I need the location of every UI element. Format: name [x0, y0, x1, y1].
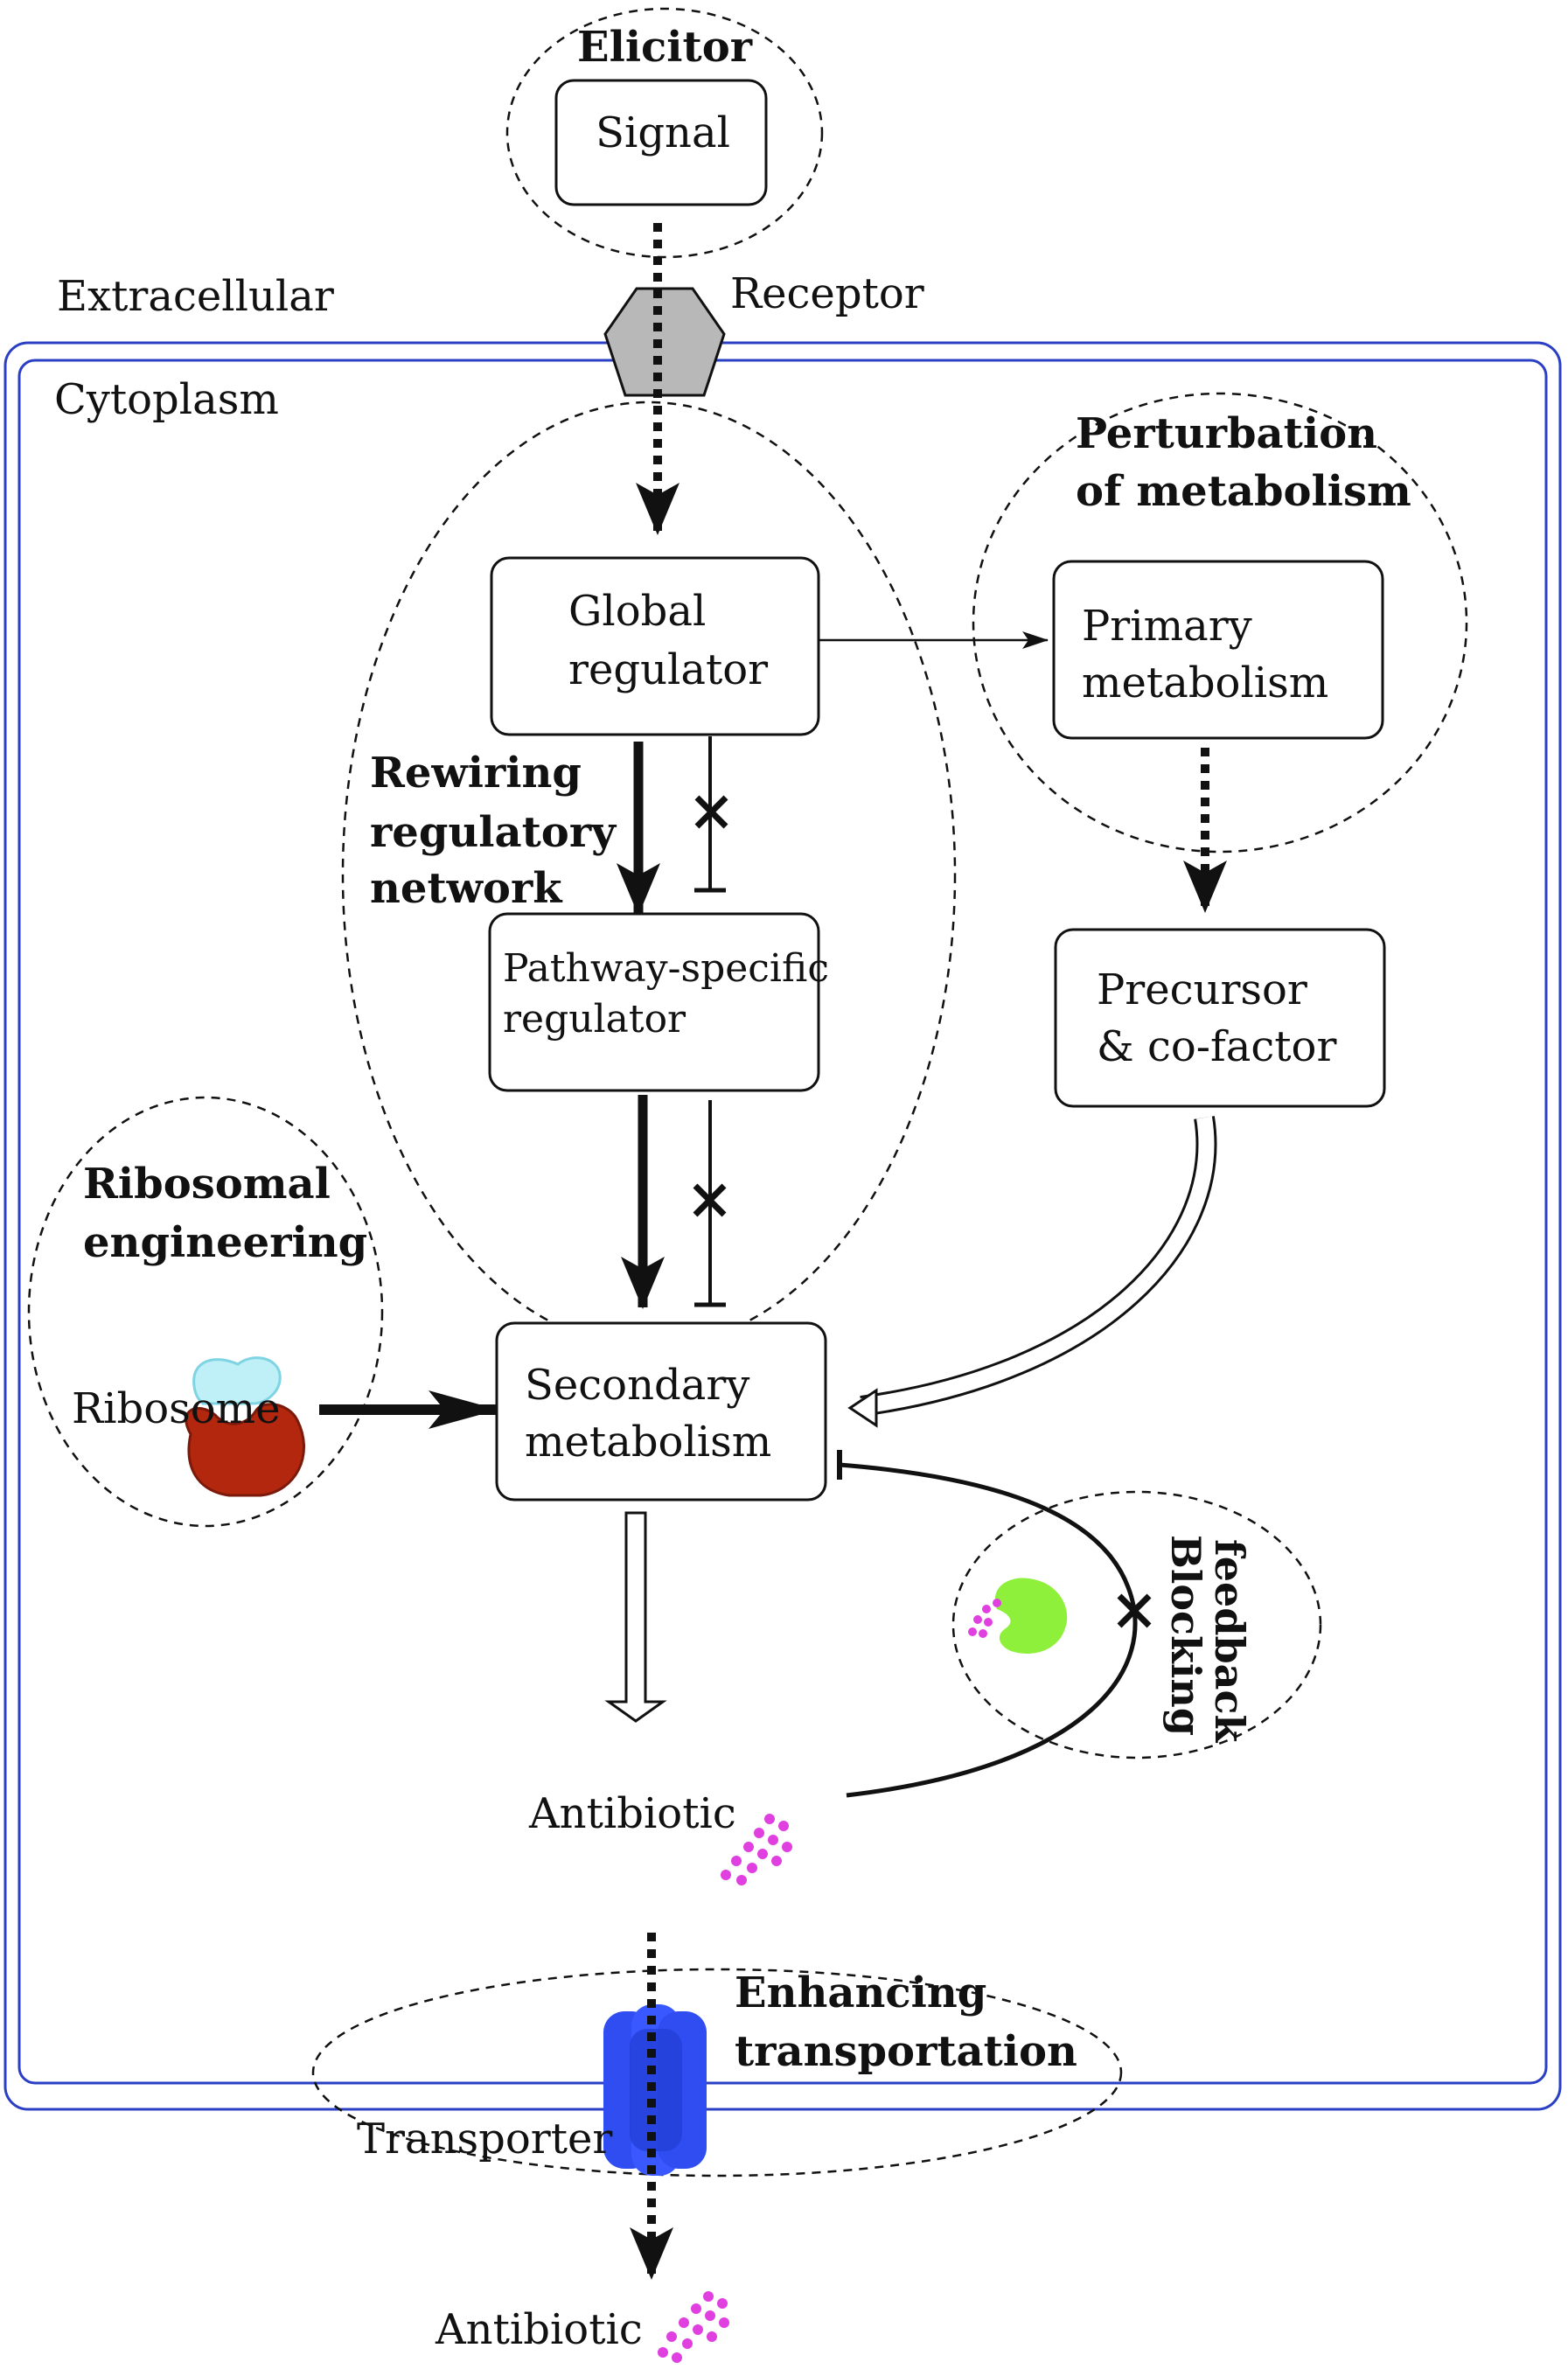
enhancing-transport-ellipse: [311, 1968, 1123, 2177]
perturbation-label-1: Perturbation: [1076, 409, 1377, 458]
rewiring-label-3: network: [370, 864, 563, 913]
transporter-label: Transporter: [357, 2115, 612, 2163]
extracellular-label: Extracellular: [57, 272, 334, 321]
secondary-metabolism-label-2: metabolism: [525, 1418, 771, 1467]
blocking-feedback-ellipse: [951, 1490, 1322, 1759]
global-regulator-box: [490, 556, 820, 736]
secondary-metabolism-label-1: Secondary: [525, 1361, 749, 1410]
pathway-to-secondary-blocked-inhibition: [693, 1100, 727, 1307]
pathway-regulator-label-1: Pathway-specific: [503, 946, 829, 991]
cytoplasm-label: Cytoplasm: [54, 375, 279, 424]
receptor-label: Receptor: [730, 269, 924, 318]
blocking-feedback-label-2: feedback: [1206, 1539, 1253, 1743]
primary-metabolism-label-1: Primary: [1082, 602, 1252, 651]
perturbation-label-2: of metabolism: [1076, 467, 1411, 516]
ribosomal-ellipse: [27, 1096, 384, 1528]
secondary-metabolism-box: [495, 1321, 827, 1502]
precursor-box: [1054, 928, 1386, 1108]
signal-box: [554, 79, 768, 206]
pathway-regulator-box: [488, 912, 820, 1092]
ribosome-label: Ribosome: [72, 1384, 281, 1433]
molecule-dots-icon: [658, 2291, 729, 2363]
antibiotic-inside-label: Antibiotic: [528, 1789, 736, 1838]
signal-label: Signal: [596, 108, 730, 157]
secondary-to-antibiotic-arrow: [604, 1511, 667, 1723]
rewiring-label-2: regulatory: [370, 808, 617, 857]
molecule-dots-icon: [721, 1814, 792, 1885]
global-regulator-label-2: regulator: [568, 645, 768, 694]
elicitor-ellipse: [505, 7, 824, 259]
ribosome-icon: [185, 1356, 305, 1497]
cell-membrane: [3, 341, 1562, 2111]
primary-metabolism-label-2: metabolism: [1082, 658, 1328, 707]
blocking-feedback-label-1: Blocking: [1162, 1535, 1209, 1736]
global-to-pathway-blocked-inhibition: [694, 736, 728, 893]
ribosomal-label-1: Ribosomal: [83, 1160, 331, 1209]
pathway-regulator-label-2: regulator: [503, 997, 686, 1042]
feedback-inhibition-line: [837, 1450, 1152, 1798]
rewiring-label-1: Rewiring: [370, 749, 582, 798]
global-regulator-label-1: Global: [568, 587, 706, 636]
elicitor-label: Elicitor: [577, 23, 753, 72]
receptor-protein-icon: [603, 287, 726, 397]
enhancing-label-1: Enhancing: [735, 1968, 986, 2017]
precursor-label-1: Precursor: [1097, 965, 1307, 1014]
ribosomal-label-2: engineering: [83, 1218, 367, 1267]
perturbation-ellipse: [972, 392, 1468, 854]
primary-metabolism-box: [1052, 560, 1384, 740]
precursor-label-2: & co-factor: [1097, 1022, 1336, 1071]
feedback-enzyme-icon: [968, 1578, 1068, 1654]
enhancing-label-2: transportation: [735, 2027, 1077, 2076]
precursor-to-secondary-arrow: [847, 1116, 1217, 1428]
antibiotic-outside-label: Antibiotic: [435, 2305, 643, 2354]
